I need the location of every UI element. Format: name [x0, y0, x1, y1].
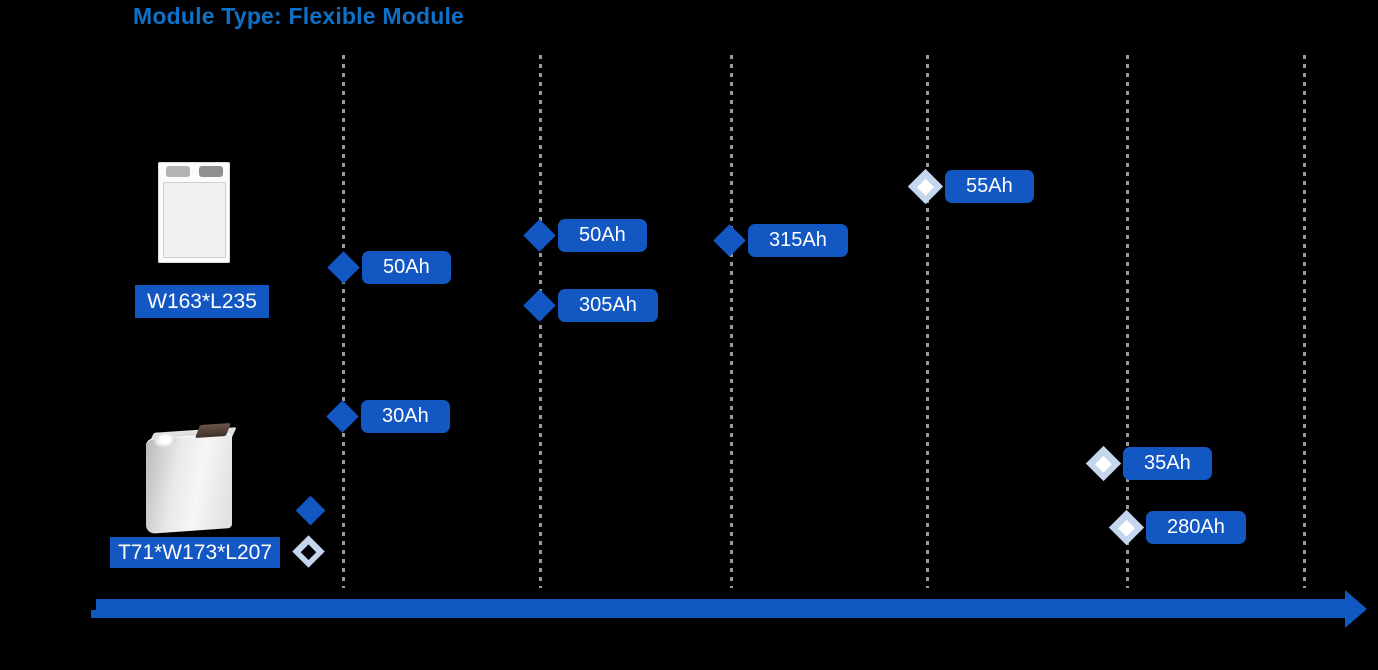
timeline-arrow	[91, 610, 100, 618]
gridline	[926, 55, 929, 588]
gridline	[1303, 55, 1306, 588]
diamond-marker-hollow-icon	[907, 168, 944, 204]
cell-body	[163, 182, 226, 258]
data-point: 280Ah	[1108, 509, 1246, 545]
cell-front-face	[146, 432, 232, 535]
diamond-marker-hollow-icon	[1085, 445, 1122, 481]
data-point: 315Ah	[713, 223, 848, 257]
timeline-arrow	[96, 599, 1345, 618]
diamond-marker-icon	[713, 223, 746, 257]
legend-solid-diamond-icon	[295, 495, 326, 526]
capacity-label: 50Ah	[558, 218, 647, 252]
gridline	[342, 55, 345, 588]
gridline	[730, 55, 733, 588]
data-point: 55Ah	[907, 168, 1034, 204]
capacity-label: 35Ah	[1123, 446, 1212, 480]
diamond-marker-icon	[327, 250, 360, 284]
cell-terminal-icon	[199, 166, 223, 177]
cell-terminal-icon	[166, 166, 190, 177]
data-point: 35Ah	[1085, 445, 1212, 481]
legend-hollow-diamond-icon	[292, 535, 325, 568]
capacity-label: 55Ah	[945, 169, 1034, 203]
data-point: 50Ah	[523, 218, 647, 252]
page-title: Module Type: Flexible Module	[133, 3, 465, 29]
timeline-arrow-head-icon	[1345, 590, 1367, 628]
gridline	[539, 55, 542, 588]
gridline	[1126, 55, 1129, 588]
data-point: 305Ah	[523, 288, 658, 322]
diamond-marker-icon	[523, 288, 556, 322]
diamond-marker-hollow-icon	[1108, 509, 1145, 545]
battery-cell-3d-image	[142, 422, 237, 535]
diamond-marker-icon	[523, 218, 556, 252]
capacity-label: 305Ah	[558, 288, 658, 322]
battery-cell-top-view-image	[158, 162, 230, 263]
capacity-label: 315Ah	[748, 223, 848, 257]
diamond-marker-icon	[326, 399, 359, 433]
capacity-label: 50Ah	[362, 250, 451, 284]
capacity-label: 280Ah	[1146, 510, 1246, 544]
data-point: 30Ah	[326, 399, 450, 433]
data-point: 50Ah	[327, 250, 451, 284]
dimension-label: W163*L235	[135, 285, 269, 318]
capacity-label: 30Ah	[361, 399, 450, 433]
dimension-label: T71*W173*L207	[110, 537, 280, 568]
